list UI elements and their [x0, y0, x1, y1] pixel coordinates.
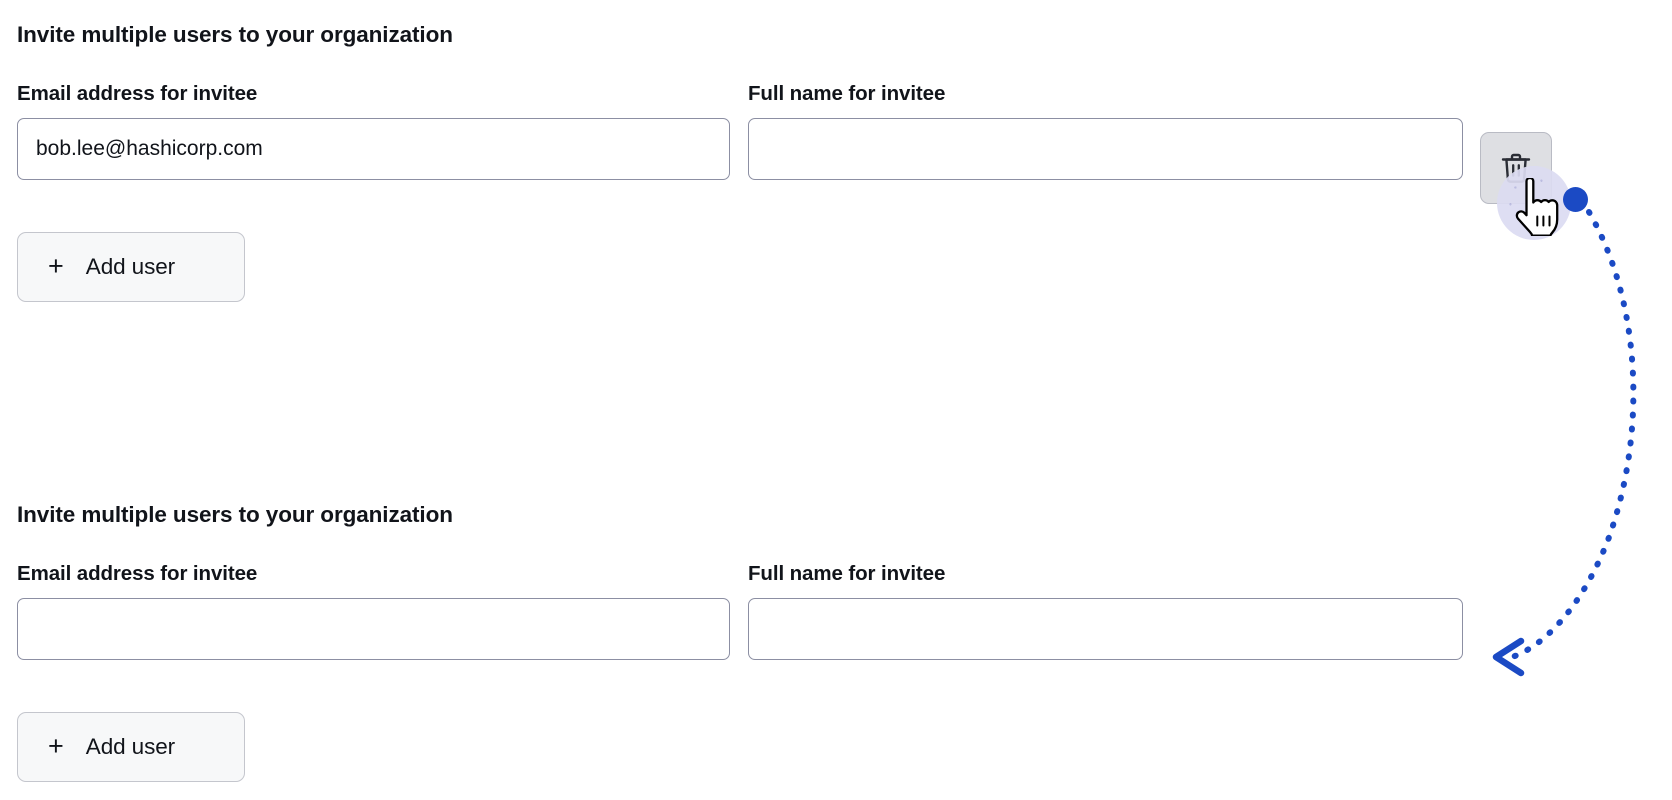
add-user-button-label: Add user: [85, 734, 176, 759]
section-heading: Invite multiple users to your organizati…: [17, 22, 453, 47]
section-heading: Invite multiple users to your organizati…: [17, 502, 453, 527]
fullname-field-label: Full name for invitee: [748, 562, 946, 585]
delete-invitee-button[interactable]: [1480, 132, 1552, 204]
add-user-button-label: Add user: [85, 254, 176, 279]
add-user-button[interactable]: + Add user: [17, 712, 245, 782]
email-input[interactable]: [17, 598, 730, 660]
email-input[interactable]: [17, 118, 730, 180]
email-field-group: Email address for invitee: [17, 82, 730, 180]
fullname-input[interactable]: [748, 598, 1463, 660]
email-field-group: Email address for invitee: [17, 562, 730, 660]
fullname-field-group: Full name for invitee: [748, 562, 1463, 660]
fields-row: Email address for invitee Full name for …: [0, 82, 1672, 192]
email-field-label: Email address for invitee: [17, 82, 258, 105]
trash-icon: [1501, 152, 1531, 184]
fullname-field-group: Full name for invitee: [748, 82, 1463, 180]
fullname-input[interactable]: [748, 118, 1463, 180]
plus-icon: +: [48, 730, 64, 761]
plus-icon: +: [48, 250, 64, 281]
fields-row: Email address for invitee Full name for …: [0, 562, 1672, 672]
fullname-field-label: Full name for invitee: [748, 82, 946, 105]
email-field-label: Email address for invitee: [17, 562, 258, 585]
add-user-button[interactable]: + Add user: [17, 232, 245, 302]
